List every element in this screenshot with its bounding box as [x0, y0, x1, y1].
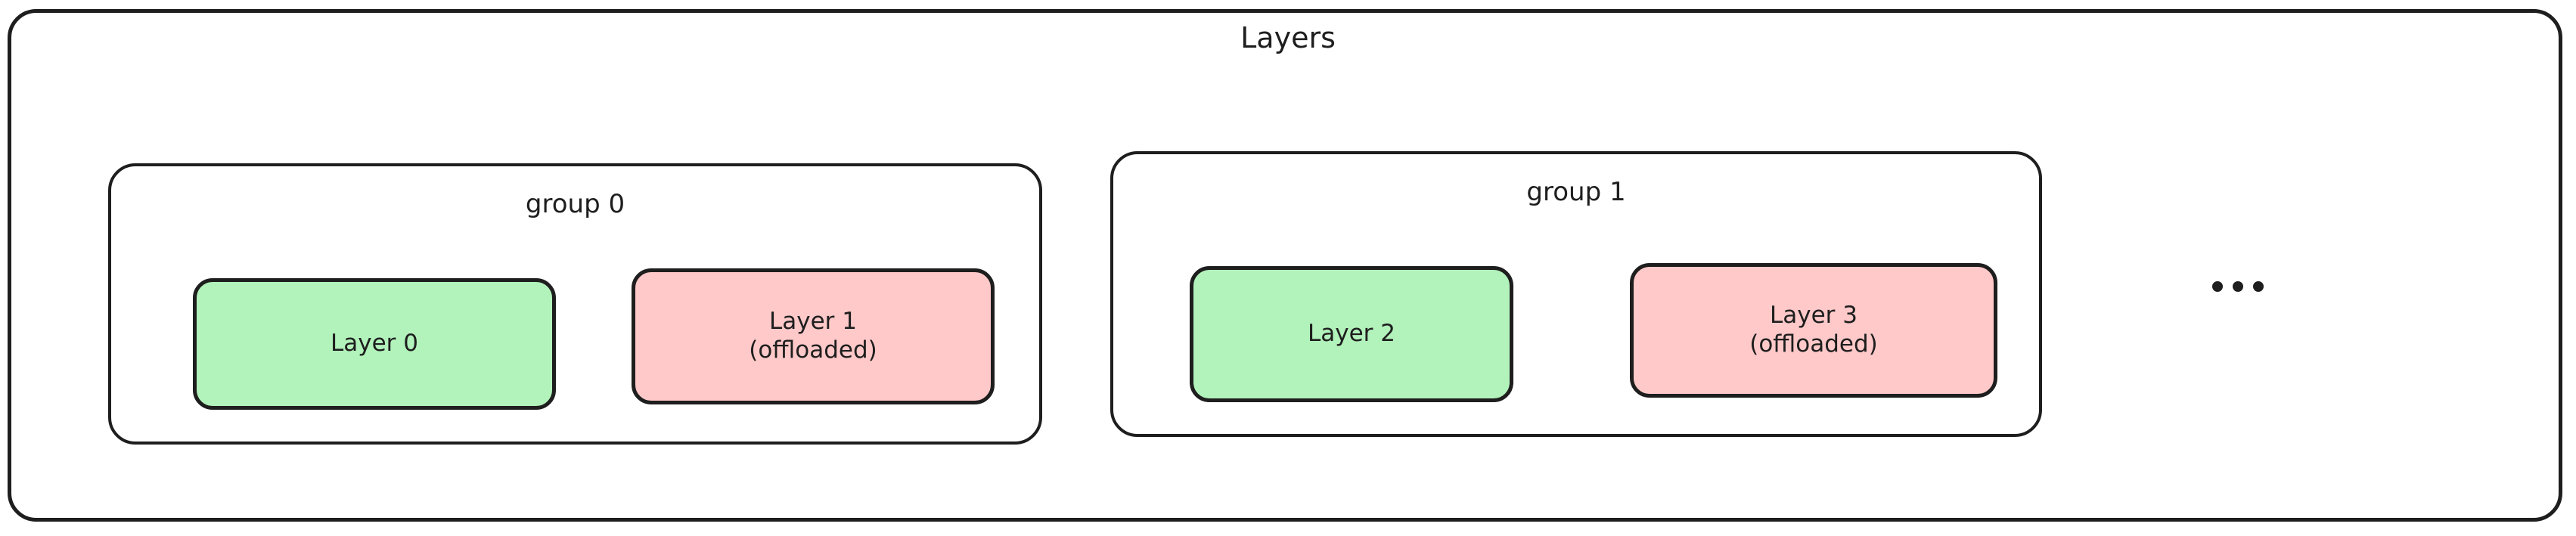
group-0-title: group 0	[525, 189, 625, 219]
ellipsis-icon: ...	[2212, 281, 2295, 292]
layer-1-label: Layer 1 (offloaded)	[749, 308, 877, 364]
ellipsis-dot-1	[2212, 281, 2223, 292]
ellipsis-dot-2	[2233, 281, 2243, 292]
layer-3-label: Layer 3 (offloaded)	[1749, 302, 1878, 358]
layer-2-label: Layer 2	[1307, 320, 1395, 348]
layer-1-block: Layer 1 (offloaded)	[632, 268, 995, 404]
group-0-container	[108, 163, 1042, 445]
group-1-title: group 1	[1526, 177, 1626, 207]
layer-0-label: Layer 0	[330, 330, 418, 358]
group-1-container	[1110, 151, 2042, 437]
page-title: Layers	[1240, 21, 1336, 54]
layer-3-block: Layer 3 (offloaded)	[1630, 263, 1997, 398]
layers-container	[8, 9, 2562, 522]
ellipsis-dot-3	[2253, 281, 2264, 292]
layer-0-block: Layer 0	[193, 278, 556, 410]
layer-2-block: Layer 2	[1190, 266, 1513, 402]
